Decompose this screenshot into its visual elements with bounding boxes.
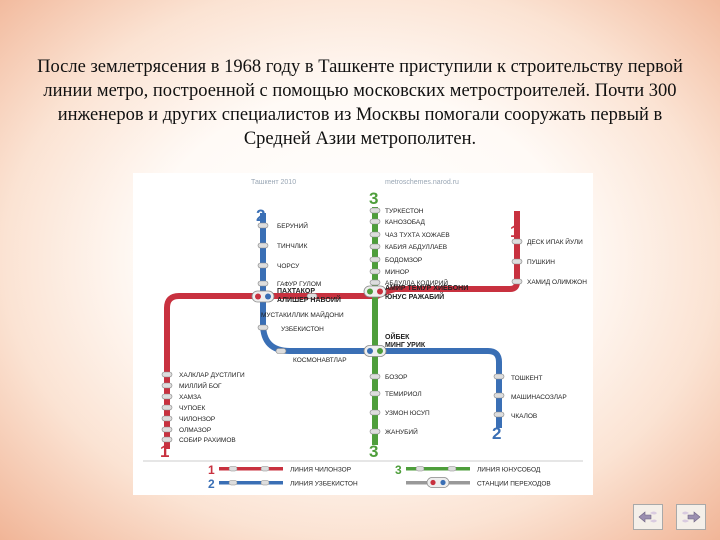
- line1-number-bottom: 1: [160, 442, 169, 461]
- line2-number-top: 2: [256, 206, 265, 225]
- line2-station-label: ГАФУР ГУЛОМ: [277, 281, 321, 288]
- transfer-label-yunus-rajabiy: ЮНУС РАЖАБИЙ: [385, 292, 444, 301]
- legend-transfer-label: СТАНЦИИ ПЕРЕХОДОВ: [477, 481, 551, 488]
- line2-station[interactable]: МАШИНАСОЗЛАР: [493, 392, 567, 401]
- line3-station[interactable]: БОЗОР: [369, 373, 408, 381]
- legend-line1-label: ЛИНИЯ ЧИЛОНЗОР: [290, 467, 351, 474]
- line1-station[interactable]: ЧИЛОНЗОР: [161, 415, 215, 423]
- line2-station-label: ЧКАЛОВ: [511, 413, 537, 420]
- line1-track: [164, 211, 520, 449]
- line3-station[interactable]: ЧАЗ ТУХТА ХОЖАЕВ: [369, 231, 450, 239]
- line3-station[interactable]: КАНОЗОБАД: [369, 218, 425, 226]
- transfer-label-pakhtakor: ПАХТАКОР: [277, 288, 315, 295]
- legend-line1: 1 ЛИНИЯ ЧИЛОНЗОР: [208, 463, 351, 477]
- line3-station-label: ТЕМИРИОЛ: [385, 391, 422, 398]
- next-slide-icon: [682, 511, 701, 523]
- line2-track: [260, 213, 502, 428]
- line1-station-label: ЧУПОЕК: [179, 405, 206, 412]
- svg-text:3: 3: [395, 463, 402, 477]
- metro-map: Ташкент 2010 metroschemes.narod.ru 2 3 1…: [133, 173, 593, 495]
- transfer-label-navoiy: АЛИШЕР НАВОИЙ: [277, 295, 341, 304]
- line1-station[interactable]: ПУШКИН: [511, 258, 555, 266]
- line2-station-label: УЗБЕКИСТОН: [281, 326, 324, 333]
- line1-station-label: МУСТАКИЛЛИК МАЙДОНИ: [261, 310, 344, 319]
- line3-station-label: ТУРКЕСТОН: [385, 208, 424, 215]
- line2-station-label: БЕРУНИЙ: [277, 221, 308, 230]
- legend-line2: 2 ЛИНИЯ УЗБЕКИСТОН: [208, 477, 358, 491]
- line1-station-label: ЧИЛОНЗОР: [179, 416, 215, 423]
- transfer-amir-temur-yunus-rajabiy[interactable]: АМИР ТЕМУР ХИЁБОНИ ЮНУС РАЖАБИЙ: [363, 284, 468, 301]
- next-slide-button[interactable]: [676, 504, 706, 530]
- legend-line3: 3 ЛИНИЯ ЮНУСОБОД: [395, 463, 541, 477]
- line2-station-label: КОСМОНАВТЛАР: [293, 357, 347, 364]
- line2-station-label: ТИНЧЛИК: [277, 243, 308, 250]
- line1-station[interactable]: МИЛЛИЙ БОГ: [161, 381, 222, 390]
- line3-number-bottom: 3: [369, 442, 378, 461]
- map-header-left: Ташкент 2010: [251, 179, 296, 186]
- slide-text: После землетрясения в 1968 году в Ташкен…: [37, 57, 683, 149]
- line3-station[interactable]: ТУРКЕСТОН: [369, 207, 424, 215]
- line2-station[interactable]: ТИНЧЛИК: [257, 242, 308, 250]
- line3-station-label: БОЗОР: [385, 374, 408, 381]
- line1-station[interactable]: ХАЛКЛАР ДУСТЛИГИ: [161, 371, 245, 379]
- line2-station-label: ЧОРСУ: [277, 263, 300, 270]
- transfer-label-ming-urik: МИНГ УРИК: [385, 342, 426, 349]
- line3-station-label: ЧАЗ ТУХТА ХОЖАЕВ: [385, 232, 450, 239]
- line2-station[interactable]: ГАФУР ГУЛОМ: [257, 280, 321, 288]
- line3-station-label: ЖАНУБИЙ: [385, 427, 418, 436]
- line3-station-label: УЗМОН ЮСУП: [385, 410, 430, 417]
- line1-station[interactable]: ОЛМАЗОР: [161, 426, 211, 434]
- line2-station[interactable]: ТОШКЕНТ: [493, 373, 543, 382]
- transfer-label-amir-temur: АМИР ТЕМУР ХИЁБОНИ: [385, 284, 468, 292]
- line3-station-label: БОДОМЗОР: [385, 257, 422, 264]
- line3-station-label: МИНОР: [385, 269, 409, 276]
- line1-station[interactable]: СОБИР РАХИМОВ: [161, 436, 236, 444]
- legend-line3-label: ЛИНИЯ ЮНУСОБОД: [477, 467, 541, 474]
- line1-station-label: ХАМИД ОЛИМЖОН: [527, 279, 587, 286]
- svg-text:2: 2: [208, 477, 215, 491]
- line2-station[interactable]: ЧКАЛОВ: [493, 411, 537, 420]
- map-header-right: metroschemes.narod.ru: [385, 179, 459, 186]
- line1-station[interactable]: ХАМЗА: [161, 393, 202, 401]
- prev-slide-button[interactable]: [633, 504, 663, 530]
- line1-station-label: ОЛМАЗОР: [179, 427, 211, 434]
- line3-station[interactable]: ЖАНУБИЙ: [369, 427, 418, 436]
- line2-station[interactable]: БЕРУНИЙ: [257, 221, 308, 230]
- line3-station[interactable]: БОДОМЗОР: [369, 256, 422, 264]
- svg-text:1: 1: [208, 463, 215, 477]
- legend-transfer: СТАНЦИИ ПЕРЕХОДОВ: [406, 477, 551, 488]
- prev-slide-icon: [638, 511, 657, 523]
- metro-map-svg: Ташкент 2010 metroschemes.narod.ru 2 3 1…: [143, 179, 587, 491]
- line3-station-label: КАБИЯ АБДУЛЛАЕВ: [385, 244, 447, 251]
- line3-station[interactable]: КАБИЯ АБДУЛЛАЕВ: [369, 243, 447, 251]
- line1-station[interactable]: ХАМИД ОЛИМЖОН: [511, 278, 587, 286]
- line3-station[interactable]: АБДУЛЛА КОДИРИЙ: [369, 278, 448, 287]
- line1-station-label: ПУШКИН: [527, 259, 555, 266]
- line3-station[interactable]: ТЕМИРИОЛ: [369, 390, 422, 398]
- line1-station[interactable]: ЧУПОЕК: [161, 404, 206, 412]
- line3-station-label: АБДУЛЛА КОДИРИЙ: [385, 278, 448, 287]
- transfer-pakhtakor-navoiy[interactable]: ПАХТАКОР АЛИШЕР НАВОИЙ: [251, 288, 341, 304]
- line1-station-label: ХАМЗА: [179, 394, 202, 401]
- line1-station[interactable]: МУСТАКИЛЛИК МАЙДОНИ: [261, 293, 344, 320]
- line3-station[interactable]: УЗМОН ЮСУП: [369, 409, 430, 417]
- line3-station[interactable]: МИНОР: [369, 268, 409, 276]
- line2-station[interactable]: КОСМОНАВТЛАР: [275, 348, 347, 365]
- line1-station-label: ХАЛКЛАР ДУСТЛИГИ: [179, 372, 245, 379]
- line2-station-label: ТОШКЕНТ: [511, 375, 543, 382]
- line1-station-label: ДЕСК ИПАК ЙУЛИ: [527, 237, 583, 246]
- line1-station-label: МИЛЛИЙ БОГ: [179, 381, 222, 390]
- transfer-oybek-ming-urik[interactable]: ОЙБЕК МИНГ УРИК: [363, 332, 426, 357]
- line1-station-label: СОБИР РАХИМОВ: [179, 437, 236, 444]
- transfer-label-oybek: ОЙБЕК: [385, 332, 410, 341]
- line2-station[interactable]: УЗБЕКИСТОН: [257, 324, 324, 333]
- line1-station[interactable]: ДЕСК ИПАК ЙУЛИ: [511, 237, 583, 246]
- line3-station-label: КАНОЗОБАД: [385, 219, 425, 226]
- line2-station-label: МАШИНАСОЗЛАР: [511, 394, 567, 401]
- line1-number-top: 1: [510, 222, 519, 241]
- line2-number-bottom: 2: [492, 424, 501, 443]
- line2-station[interactable]: ЧОРСУ: [257, 262, 300, 270]
- legend-line2-label: ЛИНИЯ УЗБЕКИСТОН: [290, 481, 358, 488]
- line3-number-top: 3: [369, 189, 378, 208]
